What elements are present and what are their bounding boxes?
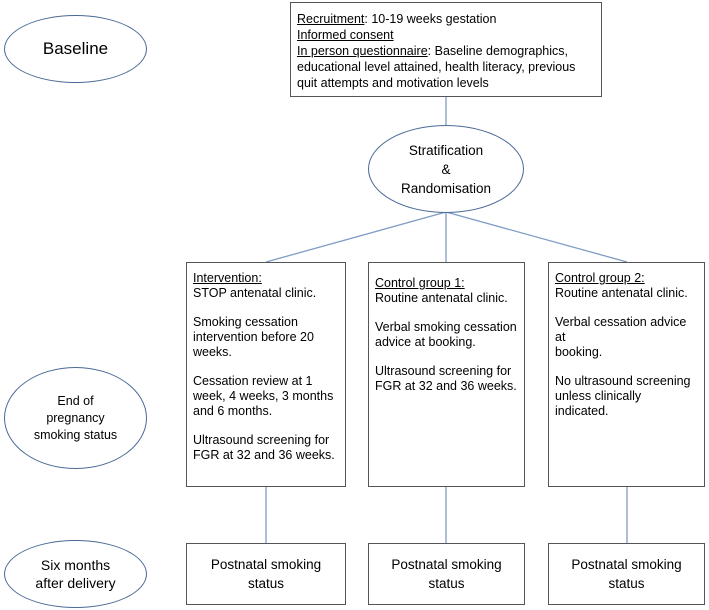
connector-to-control-2	[445, 211, 628, 263]
group-text-line: Ultrasound screening for	[193, 433, 330, 447]
group-title: Control group 1:	[375, 276, 465, 290]
stratification-randomisation-node: Stratification & Randomisation	[368, 125, 524, 213]
group-title: Intervention:	[193, 271, 262, 285]
group-text-line: unless clinically indicated.	[555, 389, 642, 418]
group-paragraph: Smoking cessation intervention before 20…	[193, 315, 339, 360]
outcome-box-intervention: Postnatal smoking status	[186, 543, 346, 605]
questionnaire-line: In person questionnaire: Baseline demogr…	[297, 43, 595, 59]
group-text-line: weeks.	[193, 345, 232, 359]
questionnaire-label: In person questionnaire	[297, 44, 428, 58]
consent-line: Informed consent	[297, 27, 595, 43]
group-paragraph: Verbal smoking cessation advice at booki…	[375, 320, 518, 350]
outcome-line1: Postnatal smoking	[210, 557, 322, 572]
group-text-line: No ultrasound screening	[555, 374, 691, 388]
stage-six-months-line1: Six months	[40, 557, 111, 573]
stratification-line2: &	[441, 161, 451, 177]
group-text-line: Verbal cessation advice at	[555, 315, 687, 344]
connector-to-intervention	[265, 211, 447, 263]
group-text-line: Verbal smoking cessation	[375, 320, 517, 334]
stage-baseline-label: Baseline	[42, 39, 109, 58]
group-paragraph: Verbal cessation advice at booking.	[555, 315, 698, 360]
group-text-line: STOP antenatal clinic.	[193, 286, 317, 300]
group-text-line: Smoking cessation	[193, 315, 298, 329]
group-paragraph: Routine antenatal clinic.	[555, 286, 698, 301]
outcome-line2: status	[247, 576, 285, 591]
questionnaire-text1: : Baseline demographics,	[427, 44, 569, 58]
group-text-line: Cessation review at 1	[193, 374, 313, 388]
outcome-box-control-2: Postnatal smoking status	[548, 543, 705, 605]
stage-end-of-pregnancy-line3: smoking status	[33, 427, 118, 442]
group-box-control-2: Control group 2: Routine antenatal clini…	[548, 262, 705, 487]
group-title: Control group 2:	[555, 271, 645, 285]
questionnaire-text2: educational level attained, health liter…	[297, 60, 576, 74]
group-box-intervention: Intervention: STOP antenatal clinic. Smo…	[186, 262, 346, 487]
group-text-line: advice at booking.	[375, 335, 476, 349]
outcome-line1: Postnatal smoking	[571, 557, 682, 572]
stratification-line1: Stratification	[408, 142, 484, 158]
outcome-line2: status	[608, 576, 645, 591]
consent-label: Informed consent	[297, 28, 394, 42]
stage-six-months-line2: after delivery	[35, 575, 116, 591]
stage-six-months: Six months after delivery	[4, 540, 147, 608]
group-paragraph: No ultrasound screening unless clinicall…	[555, 374, 698, 419]
outcome-box-control-1: Postnatal smoking status	[368, 543, 525, 605]
group-text-line: intervention before 20	[193, 330, 314, 344]
group-paragraph: Cessation review at 1 week, 4 weeks, 3 m…	[193, 374, 339, 419]
group-paragraph: Routine antenatal clinic.	[375, 291, 518, 306]
recruitment-box: Recruitment: 10-19 weeks gestation Infor…	[290, 2, 602, 97]
group-text-line: week, 4 weeks, 3 months	[193, 389, 334, 403]
recruitment-label: Recruitment	[297, 12, 365, 26]
group-text-line: Routine antenatal clinic.	[555, 286, 688, 300]
recruitment-line: Recruitment: 10-19 weeks gestation	[297, 11, 595, 27]
stage-end-of-pregnancy-line1: End of	[57, 393, 94, 408]
outcome-line1: Postnatal smoking	[391, 557, 502, 572]
group-text-line: Routine antenatal clinic.	[375, 291, 508, 305]
group-paragraph: Ultrasound screening for FGR at 32 and 3…	[375, 364, 518, 394]
outcome-line2: status	[428, 576, 465, 591]
group-paragraph: Ultrasound screening for FGR at 32 and 3…	[193, 433, 339, 463]
questionnaire-text3: quit attempts and motivation levels	[297, 76, 489, 90]
stage-end-of-pregnancy: End of pregnancy smoking status	[4, 367, 147, 469]
recruitment-text: : 10-19 weeks gestation	[364, 12, 497, 26]
stage-baseline: Baseline	[4, 15, 147, 83]
stage-end-of-pregnancy-line2: pregnancy	[46, 410, 105, 425]
group-text-line: booking.	[555, 345, 603, 359]
group-text-line: and 6 months.	[193, 404, 273, 418]
group-text-line: FGR at 32 and 36 weeks.	[375, 379, 517, 393]
group-text-line: Ultrasound screening for	[375, 364, 512, 378]
group-box-control-1: Control group 1: Routine antenatal clini…	[368, 262, 525, 487]
group-paragraph: STOP antenatal clinic.	[193, 286, 339, 301]
stratification-line3: Randomisation	[400, 180, 492, 196]
group-text-line: FGR at 32 and 36 weeks.	[193, 448, 335, 462]
